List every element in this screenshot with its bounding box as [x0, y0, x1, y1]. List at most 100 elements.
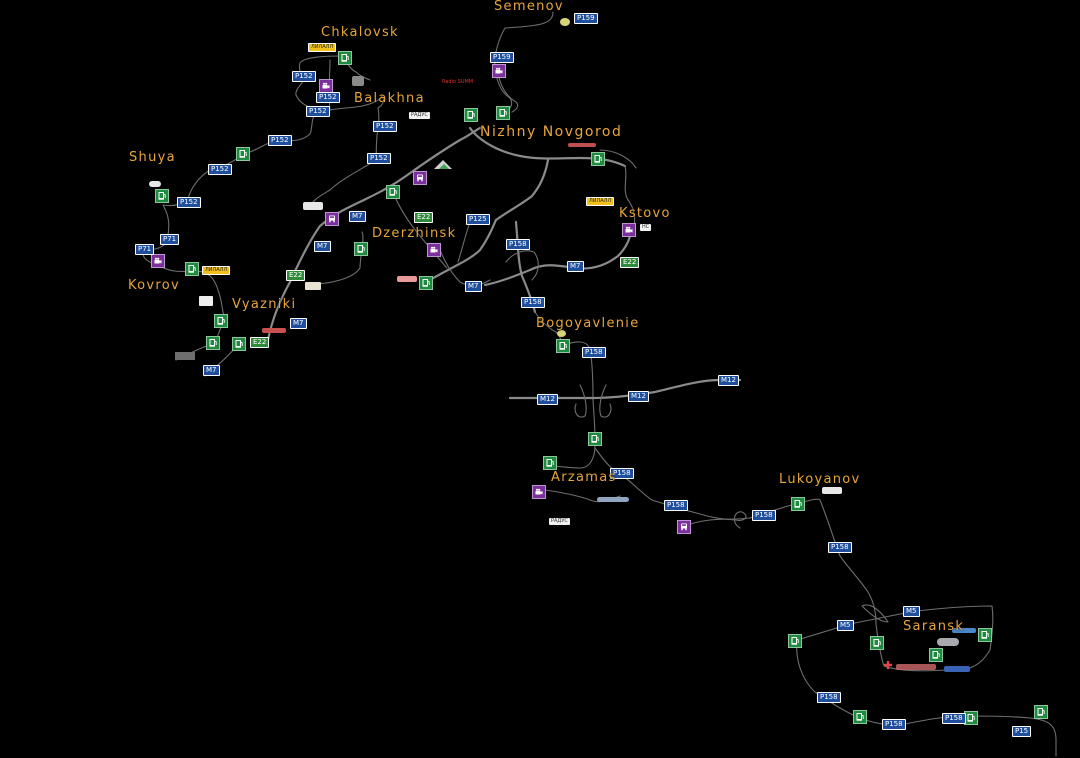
road-shield-m12: M12 — [718, 375, 739, 386]
road-shield-e22: E22 — [286, 270, 306, 281]
company-marker[interactable] — [149, 181, 161, 187]
road-segment — [494, 158, 550, 222]
fuel-station-icon[interactable] — [964, 711, 978, 725]
fuel-station-icon[interactable] — [386, 185, 400, 199]
fuel-station-icon[interactable] — [929, 648, 943, 662]
road-shield-m12: M12 — [628, 391, 649, 402]
city-label-vyazniki: Vyazniki — [232, 297, 297, 312]
company-marker[interactable]: ЛИЛАЛЛ — [308, 43, 337, 52]
road-shield-p152: P152 — [208, 164, 232, 175]
fuel-station-icon[interactable] — [185, 262, 199, 276]
road-shield-p15: P15 — [1012, 726, 1032, 737]
fuel-station-icon[interactable] — [1034, 705, 1048, 719]
company-marker[interactable] — [952, 628, 976, 633]
road-shield-p125: P125 — [466, 214, 490, 225]
road-segment — [428, 218, 498, 282]
fuel-station-icon[interactable] — [556, 339, 570, 353]
city-label-balakhna: Balakhna — [354, 91, 425, 106]
factory-marker[interactable] — [597, 497, 629, 502]
fuel-station-icon[interactable] — [464, 108, 478, 122]
truck-dealer-icon[interactable] — [413, 171, 427, 185]
road-segment — [191, 270, 225, 344]
company-marker[interactable] — [560, 18, 570, 26]
company-marker[interactable]: ЛИЛАЛЛ — [202, 266, 231, 275]
company-marker[interactable] — [896, 664, 936, 670]
company-marker[interactable] — [199, 296, 213, 306]
truck-dealer-icon[interactable] — [325, 212, 339, 226]
fuel-station-icon[interactable] — [853, 710, 867, 724]
road-segment — [505, 250, 539, 281]
road-segment — [457, 221, 471, 263]
fuel-station-icon[interactable] — [354, 242, 368, 256]
road-segment — [599, 149, 637, 169]
road-shield-p158: P158 — [506, 239, 530, 250]
company-marker[interactable]: HC — [640, 224, 652, 231]
fuel-station-icon[interactable] — [870, 636, 884, 650]
city-label-saransk: Saransk — [903, 619, 965, 634]
factory-marker[interactable] — [937, 638, 959, 646]
road-shield-p158: P158 — [521, 297, 545, 308]
road-shield-p71: P71 — [160, 234, 180, 245]
fuel-station-icon[interactable] — [788, 634, 802, 648]
fuel-station-icon[interactable] — [232, 337, 246, 351]
company-marker[interactable] — [568, 143, 596, 147]
city-label-arzamas: Arzamas — [551, 470, 617, 485]
garage-icon[interactable] — [427, 243, 441, 257]
company-marker[interactable] — [822, 487, 842, 494]
city-label-kovrov: Kovrov — [128, 278, 181, 293]
warehouse-marker[interactable] — [175, 352, 195, 360]
company-marker[interactable] — [397, 276, 417, 282]
road-segment — [799, 498, 877, 625]
road-shield-p152: P152 — [306, 106, 330, 117]
garage-icon[interactable] — [151, 254, 165, 268]
company-marker[interactable]: ЛИЛАЛЛ — [586, 197, 615, 206]
company-marker[interactable]: РАДУС — [409, 112, 430, 119]
road-shield-p152: P152 — [177, 197, 201, 208]
road-segment — [574, 384, 587, 418]
road-shield-p158: P158 — [610, 468, 634, 479]
fuel-station-icon[interactable] — [214, 314, 228, 328]
fuel-station-icon[interactable] — [496, 106, 510, 120]
fuel-station-icon[interactable] — [588, 432, 602, 446]
road-segment — [599, 384, 612, 418]
road-shield-p158: P158 — [828, 542, 852, 553]
company-marker[interactable] — [262, 328, 286, 333]
fuel-station-icon[interactable] — [236, 147, 250, 161]
fuel-station-icon[interactable] — [543, 456, 557, 470]
city-label-dzerzhinsk: Dzerzhinsk — [372, 226, 457, 241]
company-marker[interactable]: Radio SUMM — [442, 79, 474, 85]
road-shield-m7: M7 — [290, 318, 307, 329]
company-marker[interactable] — [305, 282, 321, 290]
depot-marker[interactable] — [439, 164, 449, 169]
road-shield-p71: P71 — [135, 244, 155, 255]
company-marker[interactable] — [303, 202, 323, 210]
road-shield-m7: M7 — [349, 211, 366, 222]
company-marker[interactable]: РАДУС — [549, 518, 570, 525]
road-shield-p158: P158 — [882, 719, 906, 730]
fuel-station-icon[interactable] — [791, 497, 805, 511]
garage-icon[interactable] — [532, 485, 546, 499]
city-label-nizhny-novgorod: Nizhny Novgorod — [480, 124, 623, 140]
road-shield-m7: M7 — [465, 281, 482, 292]
fuel-station-icon[interactable] — [978, 628, 992, 642]
road-shield-p152: P152 — [316, 92, 340, 103]
road-segment — [328, 59, 385, 161]
garage-icon[interactable] — [622, 223, 636, 237]
hospital-marker[interactable] — [884, 661, 892, 669]
fuel-station-icon[interactable] — [338, 51, 352, 65]
fuel-station-icon[interactable] — [419, 276, 433, 290]
garage-icon[interactable] — [319, 79, 333, 93]
company-marker[interactable] — [557, 330, 566, 337]
company-marker[interactable] — [944, 666, 970, 672]
garage-icon[interactable] — [492, 64, 506, 78]
fuel-station-icon[interactable] — [206, 336, 220, 350]
truck-dealer-icon[interactable] — [677, 520, 691, 534]
road-segment — [392, 191, 448, 269]
road-shield-p159: P159 — [574, 13, 598, 24]
road-shield-p158: P158 — [664, 500, 688, 511]
fuel-station-icon[interactable] — [155, 189, 169, 203]
city-label-lukoyanov: Lukoyanov — [779, 472, 861, 487]
warehouse-marker[interactable] — [352, 76, 364, 86]
fuel-station-icon[interactable] — [591, 152, 605, 166]
